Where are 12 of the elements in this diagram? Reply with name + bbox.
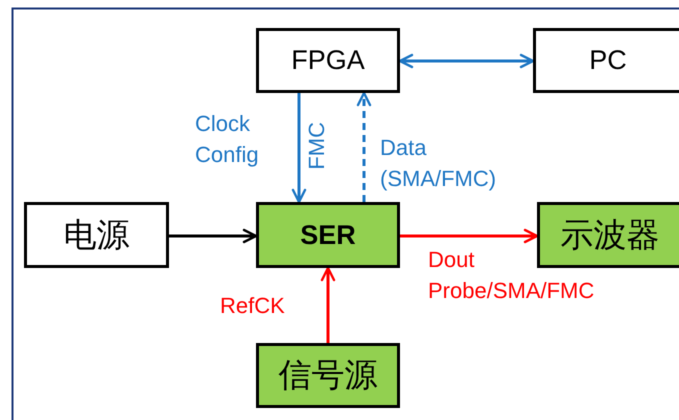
process-box: FPGA (256, 28, 400, 93)
process-box: SER (256, 202, 400, 268)
process-box: PC (533, 28, 679, 93)
process-box: 信号源 (256, 343, 400, 408)
process-box: 示波器 (537, 202, 679, 268)
process-box: 电源 (24, 202, 169, 268)
arrow (169, 228, 258, 244)
arrow (400, 228, 538, 244)
arrow (320, 266, 336, 343)
arrow (398, 54, 534, 68)
arrow (356, 92, 372, 202)
arrow (292, 93, 306, 204)
